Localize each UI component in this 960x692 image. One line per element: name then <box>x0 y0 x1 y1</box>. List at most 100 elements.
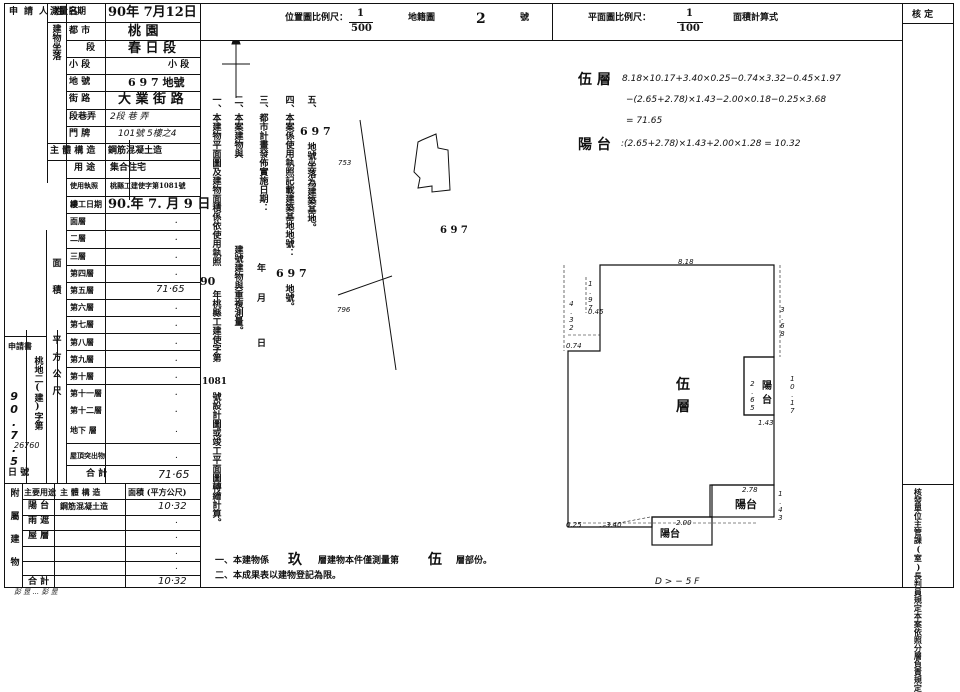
dim-line-diag <box>597 516 651 528</box>
use-value: 集合住宅 <box>110 163 147 173</box>
lane-label: 段巷弄 <box>69 112 97 122</box>
floor-area-value: . <box>175 387 179 399</box>
plan-bottom-dim-2: 2.00 <box>676 519 692 527</box>
city-value: 桃 園 <box>128 24 159 39</box>
annex-area: . <box>175 546 178 557</box>
formula-floor-line-2: −(2.65+2.78)×1.43−2.00×0.18−0.25×3.68 <box>626 95 827 105</box>
note-3-day: 日 <box>257 339 267 349</box>
floor-name: 樓 <box>70 199 78 209</box>
area-formula-label: 面積計算式 <box>733 13 779 23</box>
annex-total-label: 合 計 <box>28 577 50 587</box>
door-value: 101號 5樓之4 <box>118 129 177 139</box>
formula-floor-line-3: = 71.65 <box>626 116 663 126</box>
location-map <box>222 40 451 370</box>
door-label: 門 牌 <box>69 129 91 139</box>
formula-floor-line-1: 8.18×10.17+3.40×0.25−0.74×3.32−0.45×1.97 <box>622 74 841 84</box>
note-4: 四、本案係使用執照記載建築基地地號： <box>283 95 294 257</box>
annex-area: 10·32 <box>158 501 187 512</box>
note-5: 五、 <box>305 95 316 113</box>
lane-value: 2段 巷 弄 <box>110 112 149 122</box>
total-value: 71·65 <box>158 468 190 481</box>
note-1-no: 1081 <box>202 377 228 387</box>
floor-name: 第九層 <box>70 353 94 364</box>
floor-area-value: . <box>175 335 179 347</box>
building-outline <box>413 133 451 193</box>
lot-753: 753 <box>338 159 352 167</box>
plan-balcony-dim-2: 2.65 <box>748 380 757 412</box>
note-1: 一、本建物平面圖及建物面積係依使用執照 <box>210 95 221 266</box>
land-no-label: 地籍圖 <box>408 13 436 23</box>
completion-date-label: 竣工日期 <box>70 199 102 209</box>
survey-result-sheet: 申請人姓名 測量日期 90年 7月12日 建物坐落 都 市 桃 園 段 春 日 … <box>4 3 954 692</box>
annex-use-label: 主要用途 <box>24 487 56 497</box>
plan-bottom-dim-3: 0.25 <box>566 521 582 529</box>
floor-name: 第七層 <box>70 319 94 330</box>
annex-area: . <box>175 561 178 572</box>
apply-no: 26760 <box>14 441 40 450</box>
floor-name: 面層 <box>70 216 86 227</box>
annex-total-value: 10·32 <box>158 576 187 587</box>
land-no-suffix: 號 <box>520 13 530 23</box>
note-4-lot: 6 9 7 <box>276 267 307 280</box>
plan-scale-num: 1 <box>686 8 693 19</box>
area-label: 面積 <box>50 258 61 312</box>
floor-area-value: . <box>175 249 179 261</box>
plan-left-dim-4: 0.74 <box>566 342 582 350</box>
floor-plan <box>563 264 781 546</box>
apply-date: 90.7.5 <box>7 390 21 468</box>
note-2: 二、本案建物與 <box>232 95 243 158</box>
bottom-handwriting: 彭 昱 ... 彭 昱 <box>14 588 58 596</box>
plan-balcony-dim-3: 1.43 <box>776 490 785 522</box>
floor-area-value: . <box>175 370 179 381</box>
location-scale-den: 500 <box>351 23 372 34</box>
city-label: 都 市 <box>69 26 91 36</box>
apply-book-label: 申請書 <box>8 341 32 351</box>
floor-name: 第四層 <box>70 267 94 278</box>
floor-name: 二層 <box>70 233 86 244</box>
roof-label: 屋頂突出物 <box>70 451 105 460</box>
note-2b: 建號建物與重複測量。 <box>232 245 243 335</box>
annex-area-label: 面積 (平方公尺) <box>128 487 187 497</box>
annex-area: . <box>175 516 178 527</box>
roof-value: . <box>175 451 178 461</box>
plan-top-dim: 8.18 <box>678 258 694 266</box>
floor-area-value: . <box>175 352 179 364</box>
annex-struct-label: 主 體 構 造 <box>60 487 101 497</box>
footer-1-b: 層建物本件僅測量第 <box>318 556 400 566</box>
location-scale-num: 1 <box>357 8 364 19</box>
floor-area-value: . <box>175 404 179 416</box>
note-5-lot: 6 9 7 <box>300 125 331 138</box>
floor-name: 第十層 <box>70 371 94 381</box>
north-arrow-head <box>231 40 241 45</box>
license-label: 使用執照 <box>70 181 98 190</box>
floor-name: 第十二層 <box>70 405 102 416</box>
structure-main-value: 鋼筋混凝土造 <box>108 146 163 156</box>
balcony-bottom-right <box>709 484 775 518</box>
formula-balcony-label: 陽 台 <box>578 137 611 153</box>
floor-name: 第五層 <box>70 285 94 295</box>
footer-1-part: 伍 <box>428 552 442 568</box>
street-value: 大 業 街 路 <box>118 92 184 107</box>
footer-1-a: 一、本建物係 <box>215 556 270 566</box>
floor-area-value: . <box>175 215 179 227</box>
plan-balcony-bottom-label: 陽台 <box>660 529 680 540</box>
note-1-mid: 年桃縣工建使字第 <box>210 290 221 362</box>
plan-floor-label: 伍 層 <box>676 377 690 416</box>
plan-right-dim-1: 3.68 <box>778 306 787 338</box>
floor-name: 第八層 <box>70 336 94 347</box>
survey-date: 90年 7月12日 <box>108 5 197 20</box>
plan-scale-den: 100 <box>679 23 700 34</box>
lot-boundary-line-2 <box>337 275 393 296</box>
annex-use: 陽 台 <box>28 501 50 511</box>
note-3-year: 年 <box>257 264 267 274</box>
annex-use: 雨 遮 <box>28 516 50 527</box>
survey-date-label: 測量日期 <box>50 7 87 17</box>
basement-label: 地下 層 <box>70 425 97 435</box>
plan-balcony-dim-4: 2.78 <box>742 486 758 494</box>
subsection-label: 小 段 <box>69 60 91 70</box>
annex-use: 屋 層 <box>28 531 50 542</box>
total-label: 合 計 <box>86 469 108 479</box>
balcony-right <box>743 356 775 416</box>
plan-bottom-note: D > − 5 F <box>655 577 700 587</box>
applicant-label: 申請人姓名 <box>9 7 85 17</box>
